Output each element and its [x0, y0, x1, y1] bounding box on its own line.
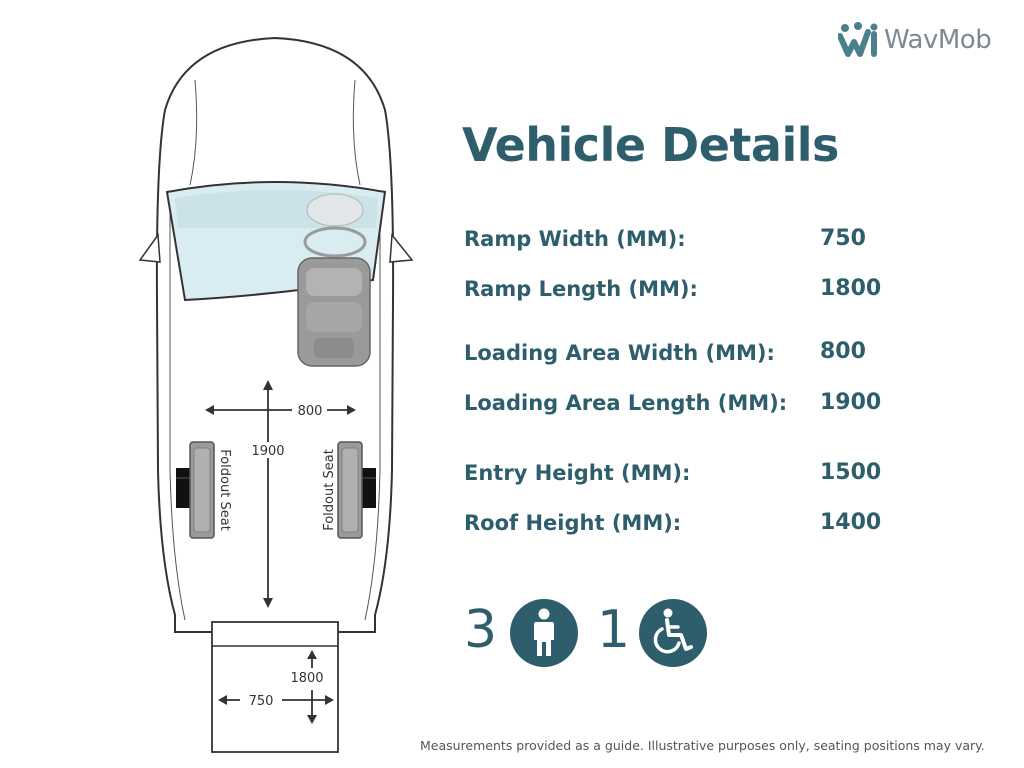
steering-wheel	[303, 226, 367, 258]
width-dimension-label: 800	[298, 404, 323, 419]
spec-value-ramp-width: 750	[820, 226, 866, 251]
ramp-length-arrow	[307, 650, 317, 724]
ramp-width-label: 750	[249, 694, 274, 709]
passenger-count: 3	[464, 600, 498, 660]
spec-label-ramp-width: Ramp Width (MM):	[464, 227, 686, 251]
driver-seat	[297, 257, 371, 367]
page-title: Vehicle Details	[462, 118, 839, 172]
ramp-length-label: 1800	[290, 671, 323, 686]
wavmob-logo-icon	[838, 22, 878, 57]
spec-label-loading-length: Loading Area Length (MM):	[464, 391, 788, 415]
brand-logo: WavMob	[838, 20, 992, 60]
spec-value-entry-height: 1500	[820, 460, 882, 485]
length-dimension-arrow	[263, 380, 273, 608]
length-dimension-label: 1900	[251, 444, 284, 459]
spec-label-ramp-length: Ramp Length (MM):	[464, 277, 698, 301]
left-mirror	[138, 232, 161, 263]
right-mirror	[389, 233, 414, 263]
wheelchair-icon	[638, 598, 708, 672]
wheelchair-count: 1	[597, 600, 631, 660]
disclaimer-text: Measurements provided as a guide. Illust…	[420, 738, 985, 753]
spec-label-entry-height: Entry Height (MM):	[464, 461, 691, 485]
spec-value-loading-length: 1900	[820, 390, 882, 415]
width-dimension-arrow	[205, 405, 356, 415]
spec-value-loading-width: 800	[820, 339, 866, 364]
spec-label-roof-height: Roof Height (MM):	[464, 511, 682, 535]
seat-right-label: Foldout Seat	[322, 449, 337, 531]
brand-name: WavMob	[884, 25, 992, 55]
spec-value-roof-height: 1400	[820, 510, 882, 535]
spec-value-ramp-length: 1800	[820, 276, 882, 301]
right-foldout-seat	[337, 441, 376, 539]
seat-left-label: Foldout Seat	[217, 449, 232, 531]
vehicle-diagram: Foldout Seat Foldout Seat 800 1900 750 1…	[138, 36, 414, 753]
person-icon	[509, 598, 579, 672]
ramp-width-arrow	[218, 695, 334, 705]
left-foldout-seat	[176, 441, 215, 539]
spec-label-loading-width: Loading Area Width (MM):	[464, 341, 775, 365]
ramp	[211, 621, 339, 753]
